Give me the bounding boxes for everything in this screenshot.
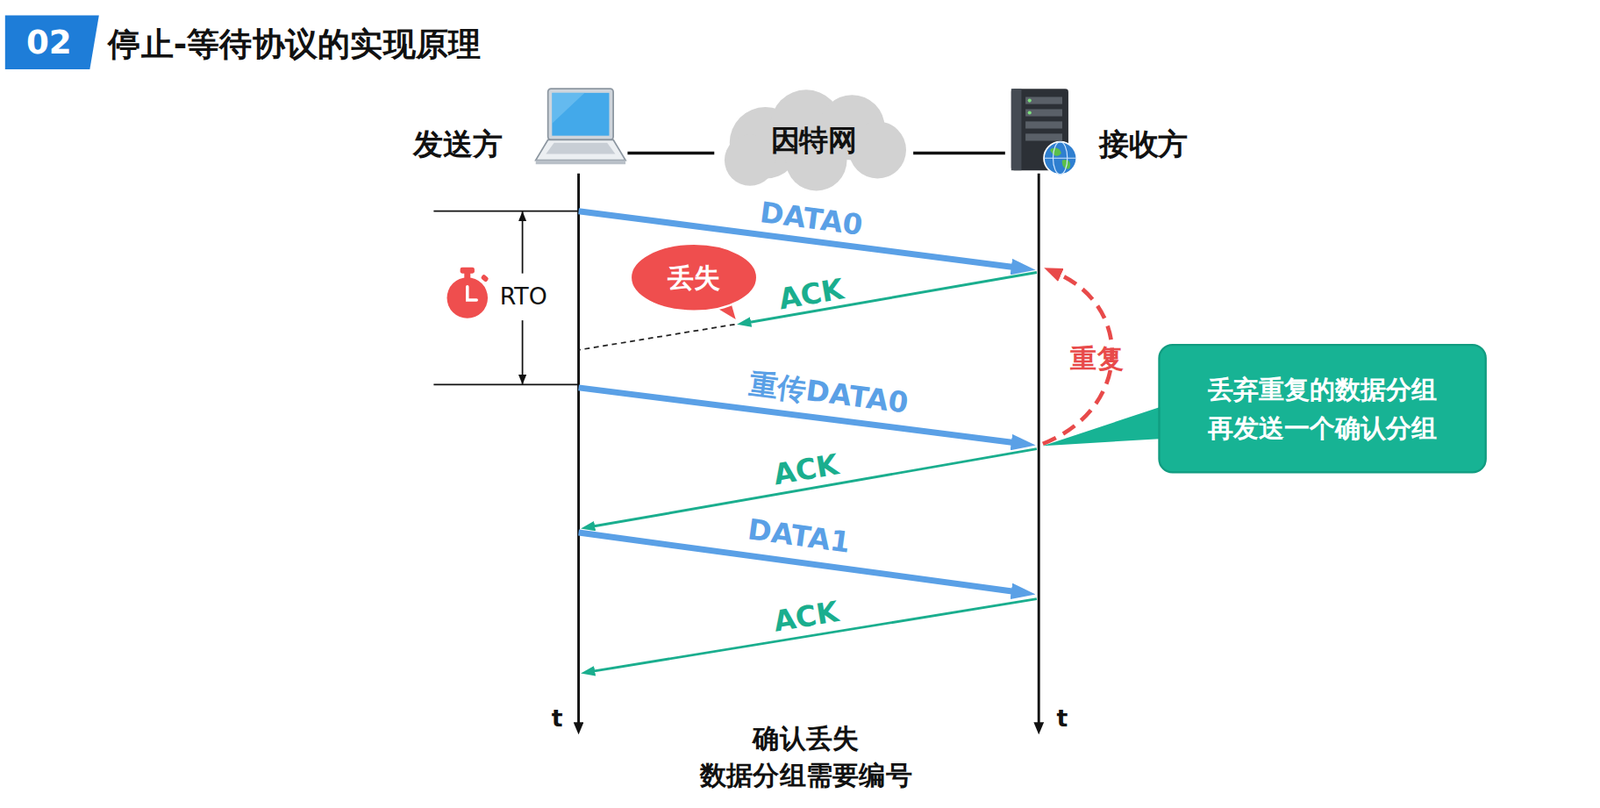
node-text-wrap: 因特网 — [714, 86, 914, 194]
node-text-wrap: 丢失 — [627, 242, 760, 314]
node-label: 发送方 — [413, 127, 502, 160]
server-icon — [1005, 86, 1079, 177]
callout-pointer — [1042, 406, 1164, 446]
ack-arrow — [592, 449, 1037, 527]
rto-dimension — [521, 211, 524, 274]
ack-label: ACK — [776, 272, 847, 316]
node-label: 接收方 — [1099, 127, 1188, 160]
lost-ack-path — [578, 324, 736, 350]
node-label: 因特网 — [771, 123, 858, 157]
timer-label: RTO — [500, 283, 548, 311]
laptop-icon — [533, 86, 628, 169]
network-link — [913, 151, 1006, 155]
sender-node: 发送方 — [413, 86, 628, 177]
caption-text: 确认丢失 数据分组需要编号 — [683, 720, 929, 794]
ack-arrow — [749, 271, 1037, 322]
node-text-wrap: 接收方 — [1099, 127, 1188, 160]
packet-label: DATA1 — [745, 513, 852, 560]
ack-label: ACK — [771, 448, 842, 493]
rto-end-line — [433, 384, 579, 386]
loss-bubble: 丢失 — [627, 242, 760, 322]
rto-start-line — [433, 210, 579, 213]
packet-label: DATA0 — [757, 196, 865, 243]
stopwatch-icon — [447, 267, 490, 319]
internet-cloud: 因特网 — [714, 86, 914, 194]
node-text-wrap: 丢弃重复的数据分组 再发送一个确认分组 — [1160, 345, 1486, 472]
page-title: 停止-等待协议的实现原理 — [107, 24, 481, 64]
section-number: 02 — [26, 23, 72, 62]
note-callout: 丢弃重复的数据分组 再发送一个确认分组 — [1157, 343, 1487, 474]
sender-timeline — [577, 173, 580, 725]
packet-label: 重传DATA0 — [747, 367, 911, 421]
network-link — [627, 151, 715, 155]
ack-label: ACK — [771, 595, 841, 639]
node-label: 丢弃重复的数据分组 再发送一个确认分组 — [1160, 370, 1486, 448]
node-text-wrap: 发送方 — [413, 127, 502, 160]
rto-dimension — [521, 320, 524, 385]
time-axis-label: t — [551, 704, 564, 732]
time-axis-label: t — [1057, 704, 1069, 732]
node-label: 丢失 — [667, 262, 721, 293]
duplicate-label: 重复 — [1070, 343, 1123, 375]
receiver-timeline — [1037, 173, 1041, 725]
receiver-node: 接收方 — [1005, 86, 1200, 177]
section-badge — [5, 14, 100, 70]
